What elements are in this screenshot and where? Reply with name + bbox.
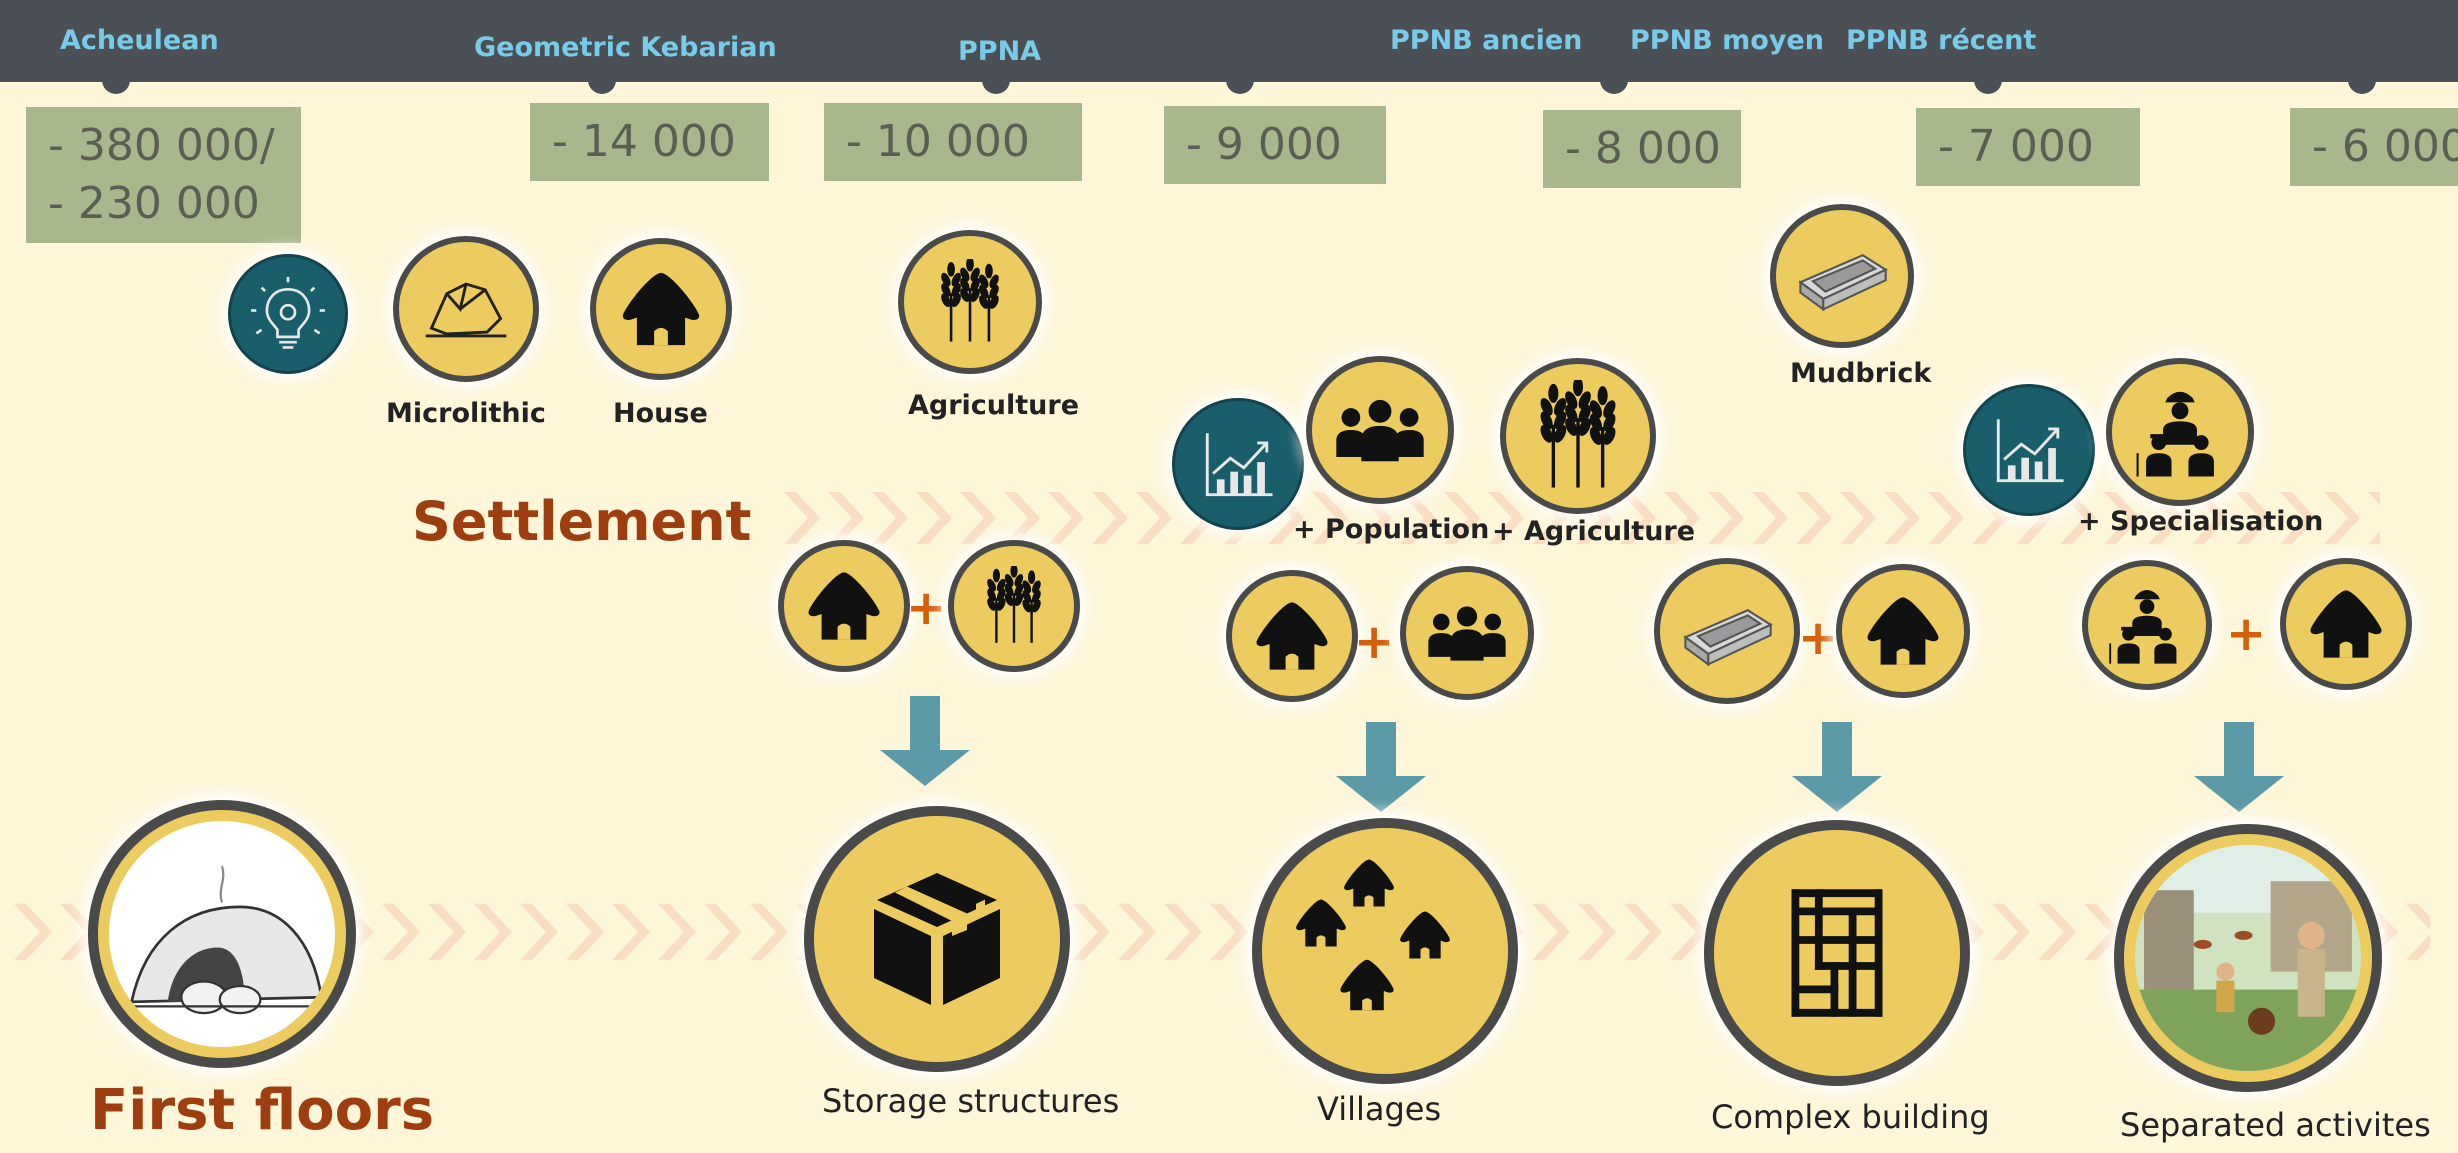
timeline-tick	[982, 70, 1010, 94]
microlithic-icon	[393, 236, 539, 382]
date-box-7000: - 7 000	[1916, 108, 2140, 186]
date-box-9000: - 9 000	[1164, 106, 1386, 184]
agriculture-icon	[898, 230, 1042, 374]
storage-box-icon	[804, 806, 1070, 1072]
villages-caption: Villages	[1317, 1090, 1442, 1128]
cave-shelter-image	[88, 800, 356, 1068]
period-acheulean: Acheulean	[60, 25, 219, 56]
timeline-tick	[588, 70, 616, 94]
down-arrow	[1792, 722, 1882, 812]
innovation-bulb-icon	[228, 254, 348, 374]
first-floors-heading: First floors	[90, 1078, 435, 1143]
specialists-icon	[2106, 358, 2254, 506]
population-icon	[1400, 566, 1534, 700]
down-arrow	[2194, 722, 2284, 812]
house-icon	[1836, 564, 1970, 698]
timeline-tick	[1974, 70, 2002, 94]
storage-structures-caption: Storage structures	[822, 1082, 1120, 1120]
date-box-acheulean: - 380 000/ - 230 000	[26, 107, 301, 243]
plus-sign: +	[906, 580, 947, 636]
growth-chart-icon	[1172, 398, 1304, 530]
specialists-icon	[2082, 560, 2212, 690]
microlithic-label: Microlithic	[386, 398, 546, 429]
villages-icon	[1252, 818, 1518, 1084]
down-arrow	[1336, 722, 1426, 812]
plus-sign: +	[1354, 614, 1395, 670]
agriculture-label: Agriculture	[908, 390, 1080, 421]
growth-chart-icon	[1963, 384, 2095, 516]
timeline-tick	[1226, 70, 1254, 94]
settlement-heading: Settlement	[412, 490, 752, 553]
down-arrow	[880, 696, 970, 786]
period-geometric-kebarian: Geometric Kebarian	[474, 32, 777, 63]
timeline-tick	[2348, 70, 2376, 94]
date-box-10000: - 10 000	[824, 103, 1082, 181]
plus-sign: +	[2226, 606, 2267, 662]
house-icon	[1226, 570, 1358, 702]
timeline-bar	[0, 0, 2458, 82]
period-ppnb-moyen: PPNB moyen	[1630, 25, 1824, 56]
mudbrick-icon	[1770, 204, 1914, 348]
population-factor-label: + Population	[1293, 514, 1490, 545]
timeline-tick	[102, 70, 130, 94]
period-ppna: PPNA	[958, 36, 1042, 67]
wheat-icon	[948, 540, 1080, 672]
house-label: House	[613, 398, 708, 429]
house-icon	[590, 238, 732, 380]
mudbrick-label: Mudbrick	[1790, 358, 1932, 389]
date-box-6000: - 6 000	[2290, 108, 2458, 186]
separated-activities-image	[2114, 824, 2382, 1092]
timeline-tick	[1600, 70, 1628, 94]
period-ppnb-ancien: PPNB ancien	[1390, 25, 1583, 56]
complex-building-caption: Complex building	[1711, 1098, 1990, 1136]
date-box-14000: - 14 000	[530, 103, 769, 181]
floors-chevron-band	[10, 900, 2430, 964]
mudbrick-icon	[1654, 558, 1800, 704]
agriculture-factor-label: + Agriculture	[1492, 516, 1696, 547]
complex-building-plan-icon	[1704, 820, 1970, 1086]
separated-activities-caption: Separated activites	[2120, 1106, 2431, 1144]
specialisation-factor-label: + Specialisation	[2078, 506, 2324, 537]
agriculture-factor-icon	[1500, 358, 1656, 514]
population-icon	[1306, 356, 1454, 504]
plus-sign: +	[1798, 610, 1839, 666]
house-icon	[778, 540, 910, 672]
period-ppnb-recent: PPNB récent	[1846, 25, 2037, 56]
date-box-8000: - 8 000	[1543, 110, 1741, 188]
house-icon	[2280, 558, 2412, 690]
